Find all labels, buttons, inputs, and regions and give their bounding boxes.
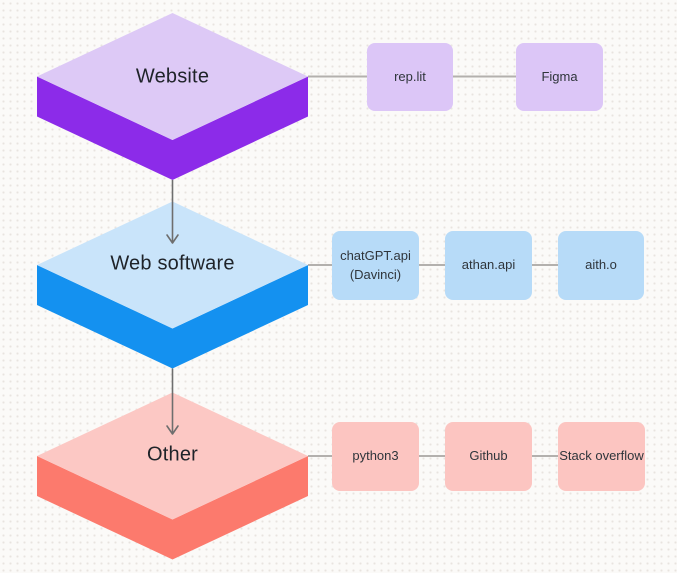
- web-software-diamond-side-face[interactable]: [37, 265, 308, 369]
- node-web-software[interactable]: [37, 201, 308, 369]
- connector-lines: [308, 75, 558, 457]
- box-figma[interactable]: Figma: [516, 42, 603, 111]
- box-github[interactable]: Github: [445, 421, 532, 491]
- box-label-chatgpt-api: chatGPT.api (Davinci): [340, 247, 411, 283]
- box-label-python3: python3: [352, 448, 399, 464]
- other-diamond-side-face[interactable]: [37, 456, 308, 560]
- node-label-website: Website: [135, 65, 210, 87]
- box-label-aith-o: aith.o: [585, 257, 617, 273]
- box-label-figma: Figma: [541, 68, 578, 84]
- web-software-diamond-top-face[interactable]: [37, 201, 308, 329]
- box-label-github: Github: [469, 448, 508, 464]
- website-diamond-top-face[interactable]: [37, 13, 308, 140]
- box-replit[interactable]: rep.lit: [367, 42, 453, 111]
- box-label-athan-api: athan.api: [461, 257, 516, 273]
- box-athan-api[interactable]: athan.api: [445, 230, 532, 300]
- node-label-web-software: Web software: [110, 252, 235, 275]
- website-diamond-side-face[interactable]: [37, 76, 308, 181]
- box-chatgpt-api[interactable]: chatGPT.api (Davinci): [332, 230, 419, 300]
- node-other[interactable]: [37, 392, 308, 560]
- node-website[interactable]: [37, 13, 308, 180]
- other-diamond-top-face[interactable]: [37, 392, 308, 520]
- node-label-other: Other: [146, 443, 199, 466]
- box-label-replit: rep.lit: [394, 68, 426, 84]
- box-stack-overflow[interactable]: Stack overflow: [558, 421, 645, 491]
- box-aith-o[interactable]: aith.o: [558, 230, 644, 300]
- box-python3[interactable]: python3: [332, 421, 419, 491]
- box-label-stack-overflow: Stack overflow: [559, 448, 644, 464]
